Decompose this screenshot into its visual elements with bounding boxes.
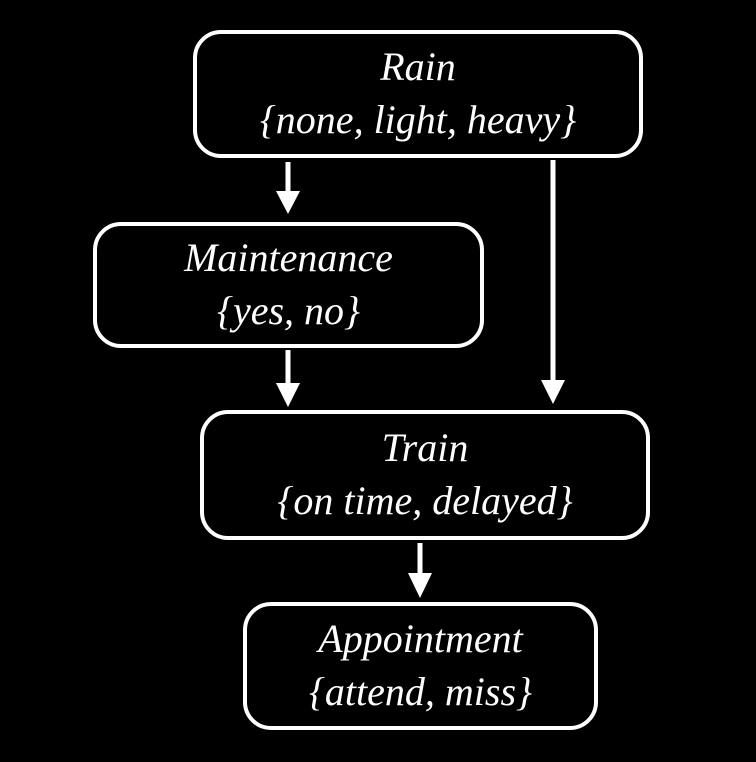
node-appointment-domain: {attend, miss} (308, 669, 533, 714)
node-train-title: Train (381, 425, 469, 471)
node-appointment: Appointment {attend, miss} (243, 602, 598, 730)
node-train-domain: {on time, delayed} (277, 478, 573, 523)
node-appointment-title: Appointment (318, 616, 523, 662)
node-maintenance-title: Maintenance (184, 235, 393, 281)
edge-rain-maintenance-arrow (276, 162, 300, 214)
edge-train-appointment-arrow (408, 543, 432, 598)
node-rain-title: Rain (380, 44, 456, 90)
node-rain: Rain {none, light, heavy} (193, 30, 643, 158)
node-rain-domain: {none, light, heavy} (259, 97, 577, 142)
node-train: Train {on time, delayed} (200, 410, 650, 540)
edge-maintenance-train-arrow (276, 350, 300, 407)
node-maintenance: Maintenance {yes, no} (93, 222, 484, 348)
node-maintenance-domain: {yes, no} (216, 288, 361, 333)
edge-rain-train-arrow (541, 160, 565, 404)
